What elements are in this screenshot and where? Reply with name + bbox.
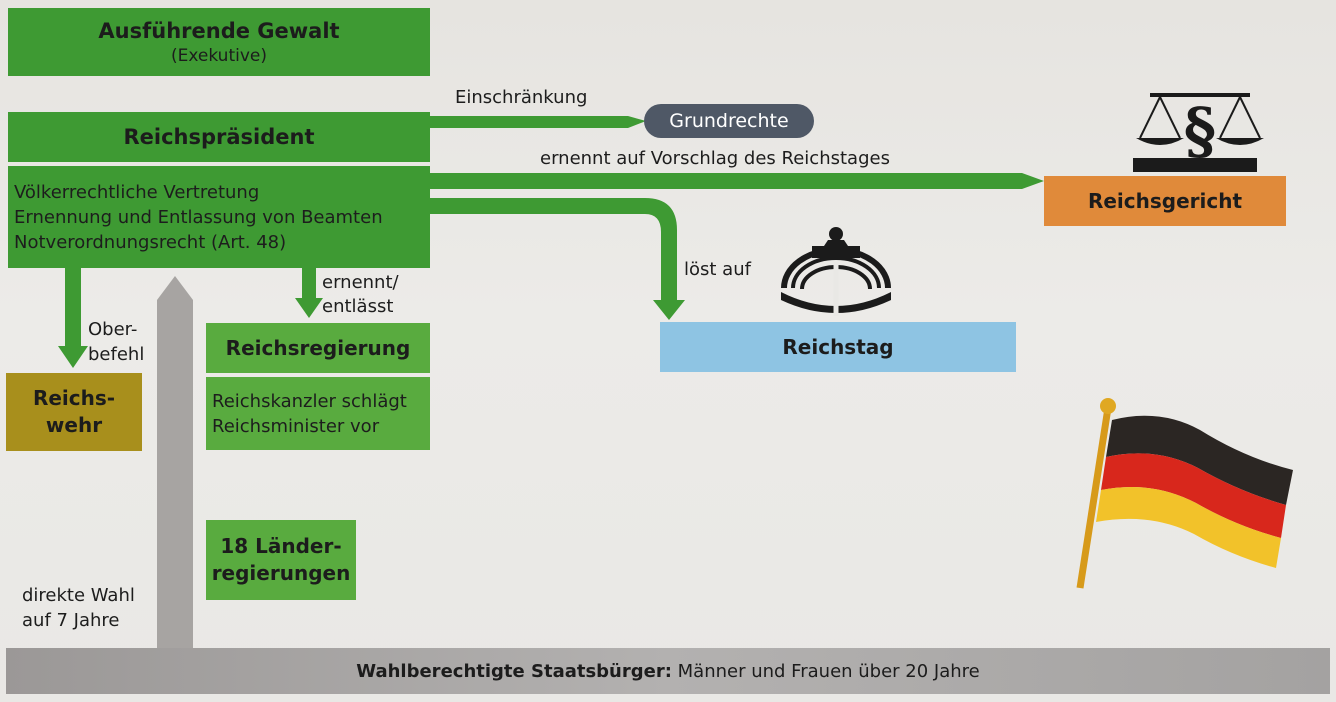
arrow-ernennt-entlaesst xyxy=(295,266,323,318)
reichspraesident-title: Reichspräsident xyxy=(123,125,315,149)
german-flag-icon xyxy=(1076,398,1293,589)
edge-label-ernennt: ernennt/ xyxy=(322,272,399,293)
edge-label-einschraenkung: Einschränkung xyxy=(455,87,588,108)
edge-label-sieben-jahre: auf 7 Jahre xyxy=(22,610,120,631)
reichsregierung-line-2: Reichsminister vor xyxy=(212,415,380,437)
reichsgericht-label: Reichsgericht xyxy=(1087,189,1243,213)
exekutive-title: Ausführende Gewalt xyxy=(98,19,340,43)
reichsregierung-details-box: Reichskanzler schlägt Reichsminister vor xyxy=(206,377,430,450)
staatsbuerger-label-bold: Wahlberechtigte Staatsbürger: xyxy=(356,660,672,682)
reichsgericht-box: Reichsgericht xyxy=(1044,176,1286,226)
svg-text:§: § xyxy=(1184,94,1216,167)
laender-box: 18 Länder- regierungen xyxy=(206,520,356,600)
reichstag-box: Reichstag xyxy=(660,322,1016,372)
exekutive-subtitle: (Exekutive) xyxy=(170,46,267,66)
power-3: Notverordnungsrecht (Art. 48) xyxy=(14,231,287,253)
edge-label-direkte-wahl: direkte Wahl xyxy=(22,585,135,606)
arrow-reichstag xyxy=(430,198,685,320)
reichswehr-line-1: Reichs- xyxy=(32,386,116,410)
edge-label-ober: Ober- xyxy=(88,319,138,340)
grundrechte-label: Grundrechte xyxy=(669,110,789,132)
power-2: Ernennung und Entlassung von Beamten xyxy=(14,206,383,228)
reichswehr-line-2: wehr xyxy=(45,413,103,437)
edge-label-reichstag: löst auf xyxy=(684,259,751,280)
reichsregierung-title-box: Reichsregierung xyxy=(206,323,430,373)
reichswehr-box: Reichs- wehr xyxy=(6,373,142,451)
election-arrow xyxy=(157,276,193,648)
parliament-icon xyxy=(781,227,891,316)
reichsregierung-line-1: Reichskanzler schlägt xyxy=(212,390,407,412)
reichsregierung-title: Reichsregierung xyxy=(225,336,411,360)
edge-label-befehl: befehl xyxy=(88,344,145,365)
arrow-oberbefehl xyxy=(58,266,88,368)
laender-line-2: regierungen xyxy=(211,561,351,585)
exekutive-box: Ausführende Gewalt (Exekutive) xyxy=(8,8,430,76)
edge-label-reichsgericht: ernennt auf Vorschlag des Reichstages xyxy=(540,148,890,169)
arrow-einschraenkung-stem xyxy=(430,116,646,128)
staatsbuerger-label-rest: Männer und Frauen über 20 Jahre xyxy=(671,660,980,682)
reichspraesident-powers-box: Völkerrechtliche Vertretung Ernennung un… xyxy=(8,166,430,268)
reichstag-label: Reichstag xyxy=(782,335,894,359)
power-1: Völkerrechtliche Vertretung xyxy=(14,181,260,203)
edge-label-entlaesst: entlässt xyxy=(322,296,394,317)
reichspraesident-title-box: Reichspräsident xyxy=(8,112,430,162)
grundrechte-pill: Grundrechte xyxy=(644,104,814,138)
staatsbuerger-bar: Wahlberechtigte Staatsbürger: Männer und… xyxy=(6,648,1330,694)
laender-line-1: 18 Länder- xyxy=(220,534,342,558)
arrow-reichsgericht xyxy=(430,173,1044,189)
justice-scale-icon: § xyxy=(1133,93,1264,172)
